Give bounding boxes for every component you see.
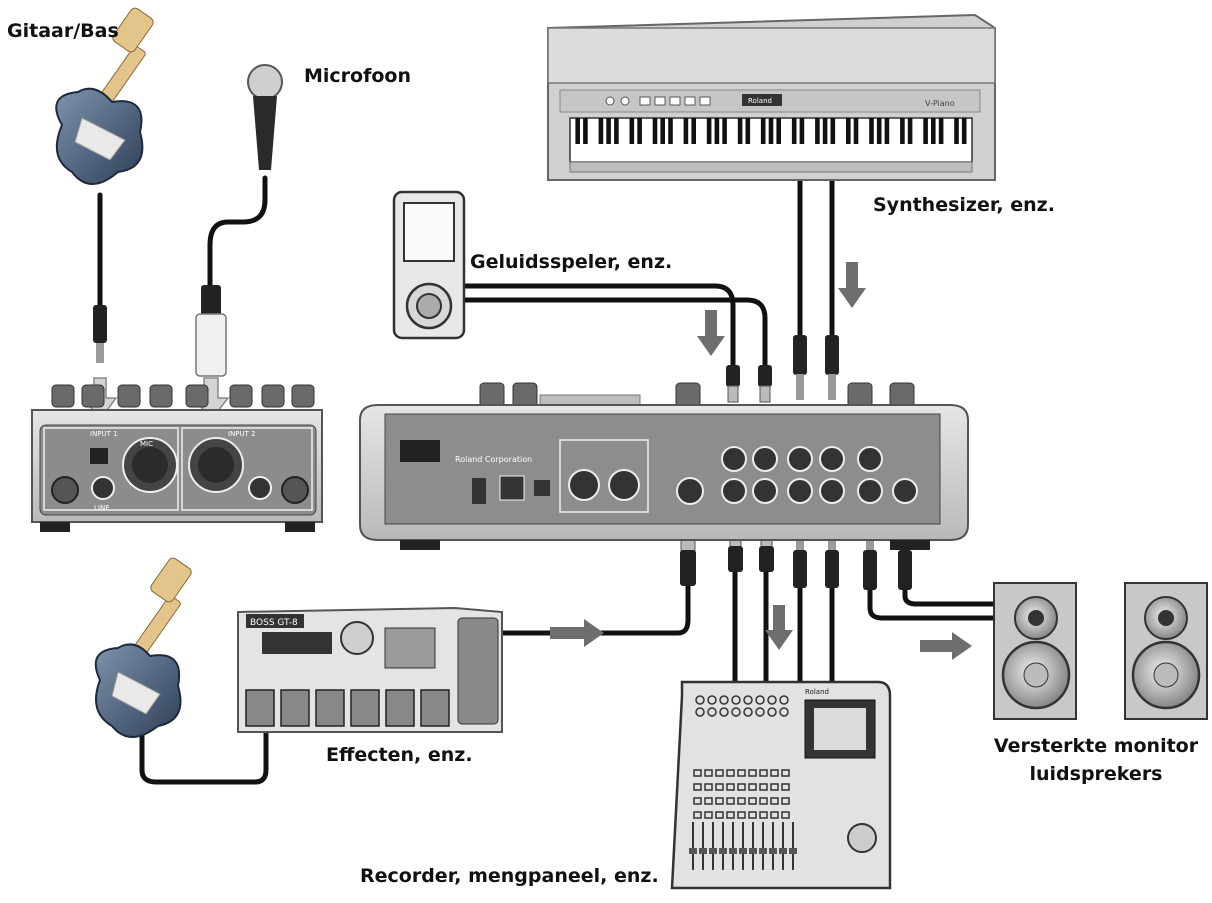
- fader-cap: [759, 848, 767, 854]
- black-key: [776, 118, 781, 144]
- fader-cap: [749, 848, 757, 854]
- black-key: [854, 118, 859, 144]
- fader-track: [722, 822, 724, 870]
- black-key: [722, 118, 727, 144]
- black-key: [900, 118, 905, 144]
- arrow-effects-right: [550, 619, 604, 647]
- black-key: [660, 118, 665, 144]
- arrow-monitor-right: [920, 632, 972, 660]
- black-key: [707, 118, 712, 144]
- black-key: [653, 118, 658, 144]
- fader-track: [762, 822, 764, 870]
- fader-track: [782, 822, 784, 870]
- interface-brand: Roland Corporation: [455, 455, 532, 464]
- black-key: [908, 118, 913, 144]
- black-key: [583, 118, 588, 144]
- arrow-recorder-down: [765, 605, 793, 650]
- black-key: [606, 118, 611, 144]
- label-microphone: Microfoon: [304, 66, 411, 88]
- keyboard-black-keys: [575, 118, 966, 144]
- fader-track: [702, 822, 704, 870]
- effects-pedal: BOSS GT-8: [238, 608, 502, 732]
- black-key: [575, 118, 580, 144]
- black-key: [869, 118, 874, 144]
- effects-out-cable: [502, 585, 688, 633]
- black-key: [923, 118, 928, 144]
- keyboard-buttons: [606, 97, 710, 105]
- fader-cap: [729, 848, 737, 854]
- arrow-player-down: [697, 310, 725, 356]
- black-key: [630, 118, 635, 144]
- black-key: [792, 118, 797, 144]
- black-key: [738, 118, 743, 144]
- fader-cap: [719, 848, 727, 854]
- label-effects: Effecten, enz.: [326, 745, 473, 767]
- arrow-synth-down: [838, 262, 866, 308]
- fader-track: [742, 822, 744, 870]
- fader-track: [792, 822, 794, 870]
- label-sound-player: Geluidsspeler, enz.: [470, 252, 672, 274]
- label-monitor-line-2: luidsprekers: [990, 764, 1202, 786]
- black-key: [885, 118, 890, 144]
- fader-track: [692, 822, 694, 870]
- keyboard-brand: Roland: [748, 97, 772, 105]
- black-key: [637, 118, 642, 144]
- black-key: [877, 118, 882, 144]
- sound-player-icon: [394, 192, 464, 338]
- fader-track: [752, 822, 754, 870]
- preamp-mic-label: MIC: [140, 440, 153, 448]
- black-key: [715, 118, 720, 144]
- fader-cap: [779, 848, 787, 854]
- fader-cap: [709, 848, 717, 854]
- black-key: [962, 118, 967, 144]
- black-key: [931, 118, 936, 144]
- fader-track: [732, 822, 734, 870]
- black-key: [815, 118, 820, 144]
- input-preamp: INPUT 1 INPUT 2 MIC LINE: [32, 385, 322, 532]
- black-key: [668, 118, 673, 144]
- black-key: [939, 118, 944, 144]
- black-key: [684, 118, 689, 144]
- guitar-icon-2: [96, 556, 193, 737]
- monitor-speaker-1: [994, 583, 1076, 719]
- black-key: [846, 118, 851, 144]
- monitor-cable-2: [905, 590, 995, 604]
- fader-track: [772, 822, 774, 870]
- player-cable-2: [464, 300, 765, 365]
- recorder-mixer: Roland: [672, 682, 890, 888]
- fader-track: [712, 822, 714, 870]
- black-key: [954, 118, 959, 144]
- audio-interface: Roland Corporation: [360, 383, 968, 550]
- fader-cap: [689, 848, 697, 854]
- label-synthesizer: Synthesizer, enz.: [873, 195, 1055, 217]
- fader-cap: [789, 848, 797, 854]
- microphone-icon: [248, 65, 282, 170]
- effects-brand: BOSS GT-8: [250, 618, 298, 628]
- fader-cap: [769, 848, 777, 854]
- label-monitor-line-1: Versterkte monitor: [990, 736, 1202, 758]
- monitor-speaker-2: [1125, 583, 1207, 719]
- mic-cable: [210, 178, 265, 285]
- keyboard-model: V-Piano: [925, 99, 955, 108]
- recorder-brand: Roland: [805, 688, 829, 696]
- preamp-input-2-label: INPUT 2: [228, 430, 256, 438]
- black-key: [746, 118, 751, 144]
- synthesizer-keyboard: Roland V-Piano: [548, 15, 995, 180]
- fader-cap: [699, 848, 707, 854]
- label-recorder-mixer: Recorder, mengpaneel, enz.: [360, 866, 659, 888]
- black-key: [823, 118, 828, 144]
- black-key: [761, 118, 766, 144]
- label-guitar-bass: Gitaar/Bas: [7, 21, 119, 43]
- black-key: [599, 118, 604, 144]
- fader-cap: [739, 848, 747, 854]
- preamp-input-1-label: INPUT 1: [90, 430, 118, 438]
- preamp-line-label: LINE: [94, 504, 110, 512]
- black-key: [831, 118, 836, 144]
- black-key: [691, 118, 696, 144]
- black-key: [800, 118, 805, 144]
- black-key: [614, 118, 619, 144]
- black-key: [769, 118, 774, 144]
